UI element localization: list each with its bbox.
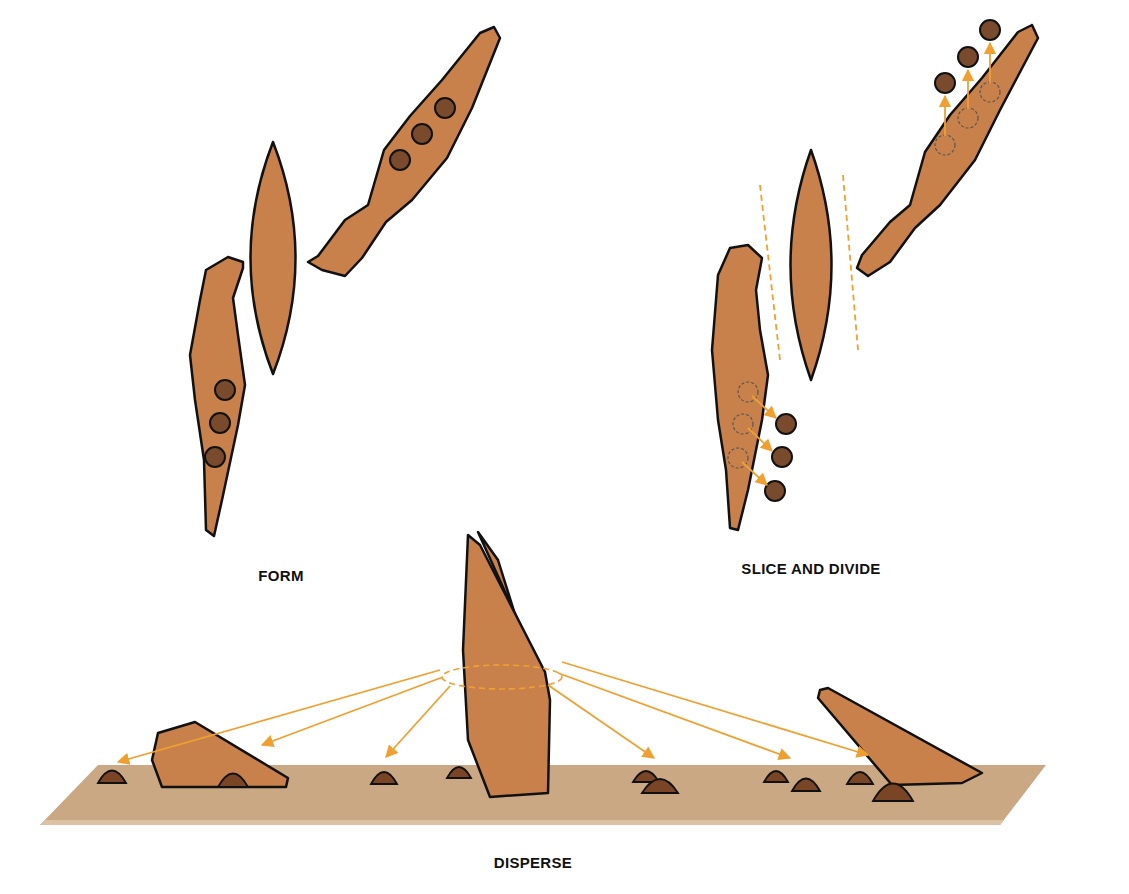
fallen-half bbox=[818, 688, 982, 785]
split-left-arm bbox=[712, 245, 768, 530]
panel-label: SLICE AND DIVIDE bbox=[741, 560, 880, 577]
pod-left-arm bbox=[190, 257, 245, 536]
pod-lens bbox=[251, 142, 296, 374]
fallen-half bbox=[152, 722, 288, 787]
panel-label: DISPERSE bbox=[494, 854, 572, 871]
pod-right-arm bbox=[308, 27, 500, 276]
split-right-arm bbox=[857, 25, 1038, 276]
split-lens bbox=[791, 150, 832, 380]
panel-label: FORM bbox=[258, 567, 303, 584]
